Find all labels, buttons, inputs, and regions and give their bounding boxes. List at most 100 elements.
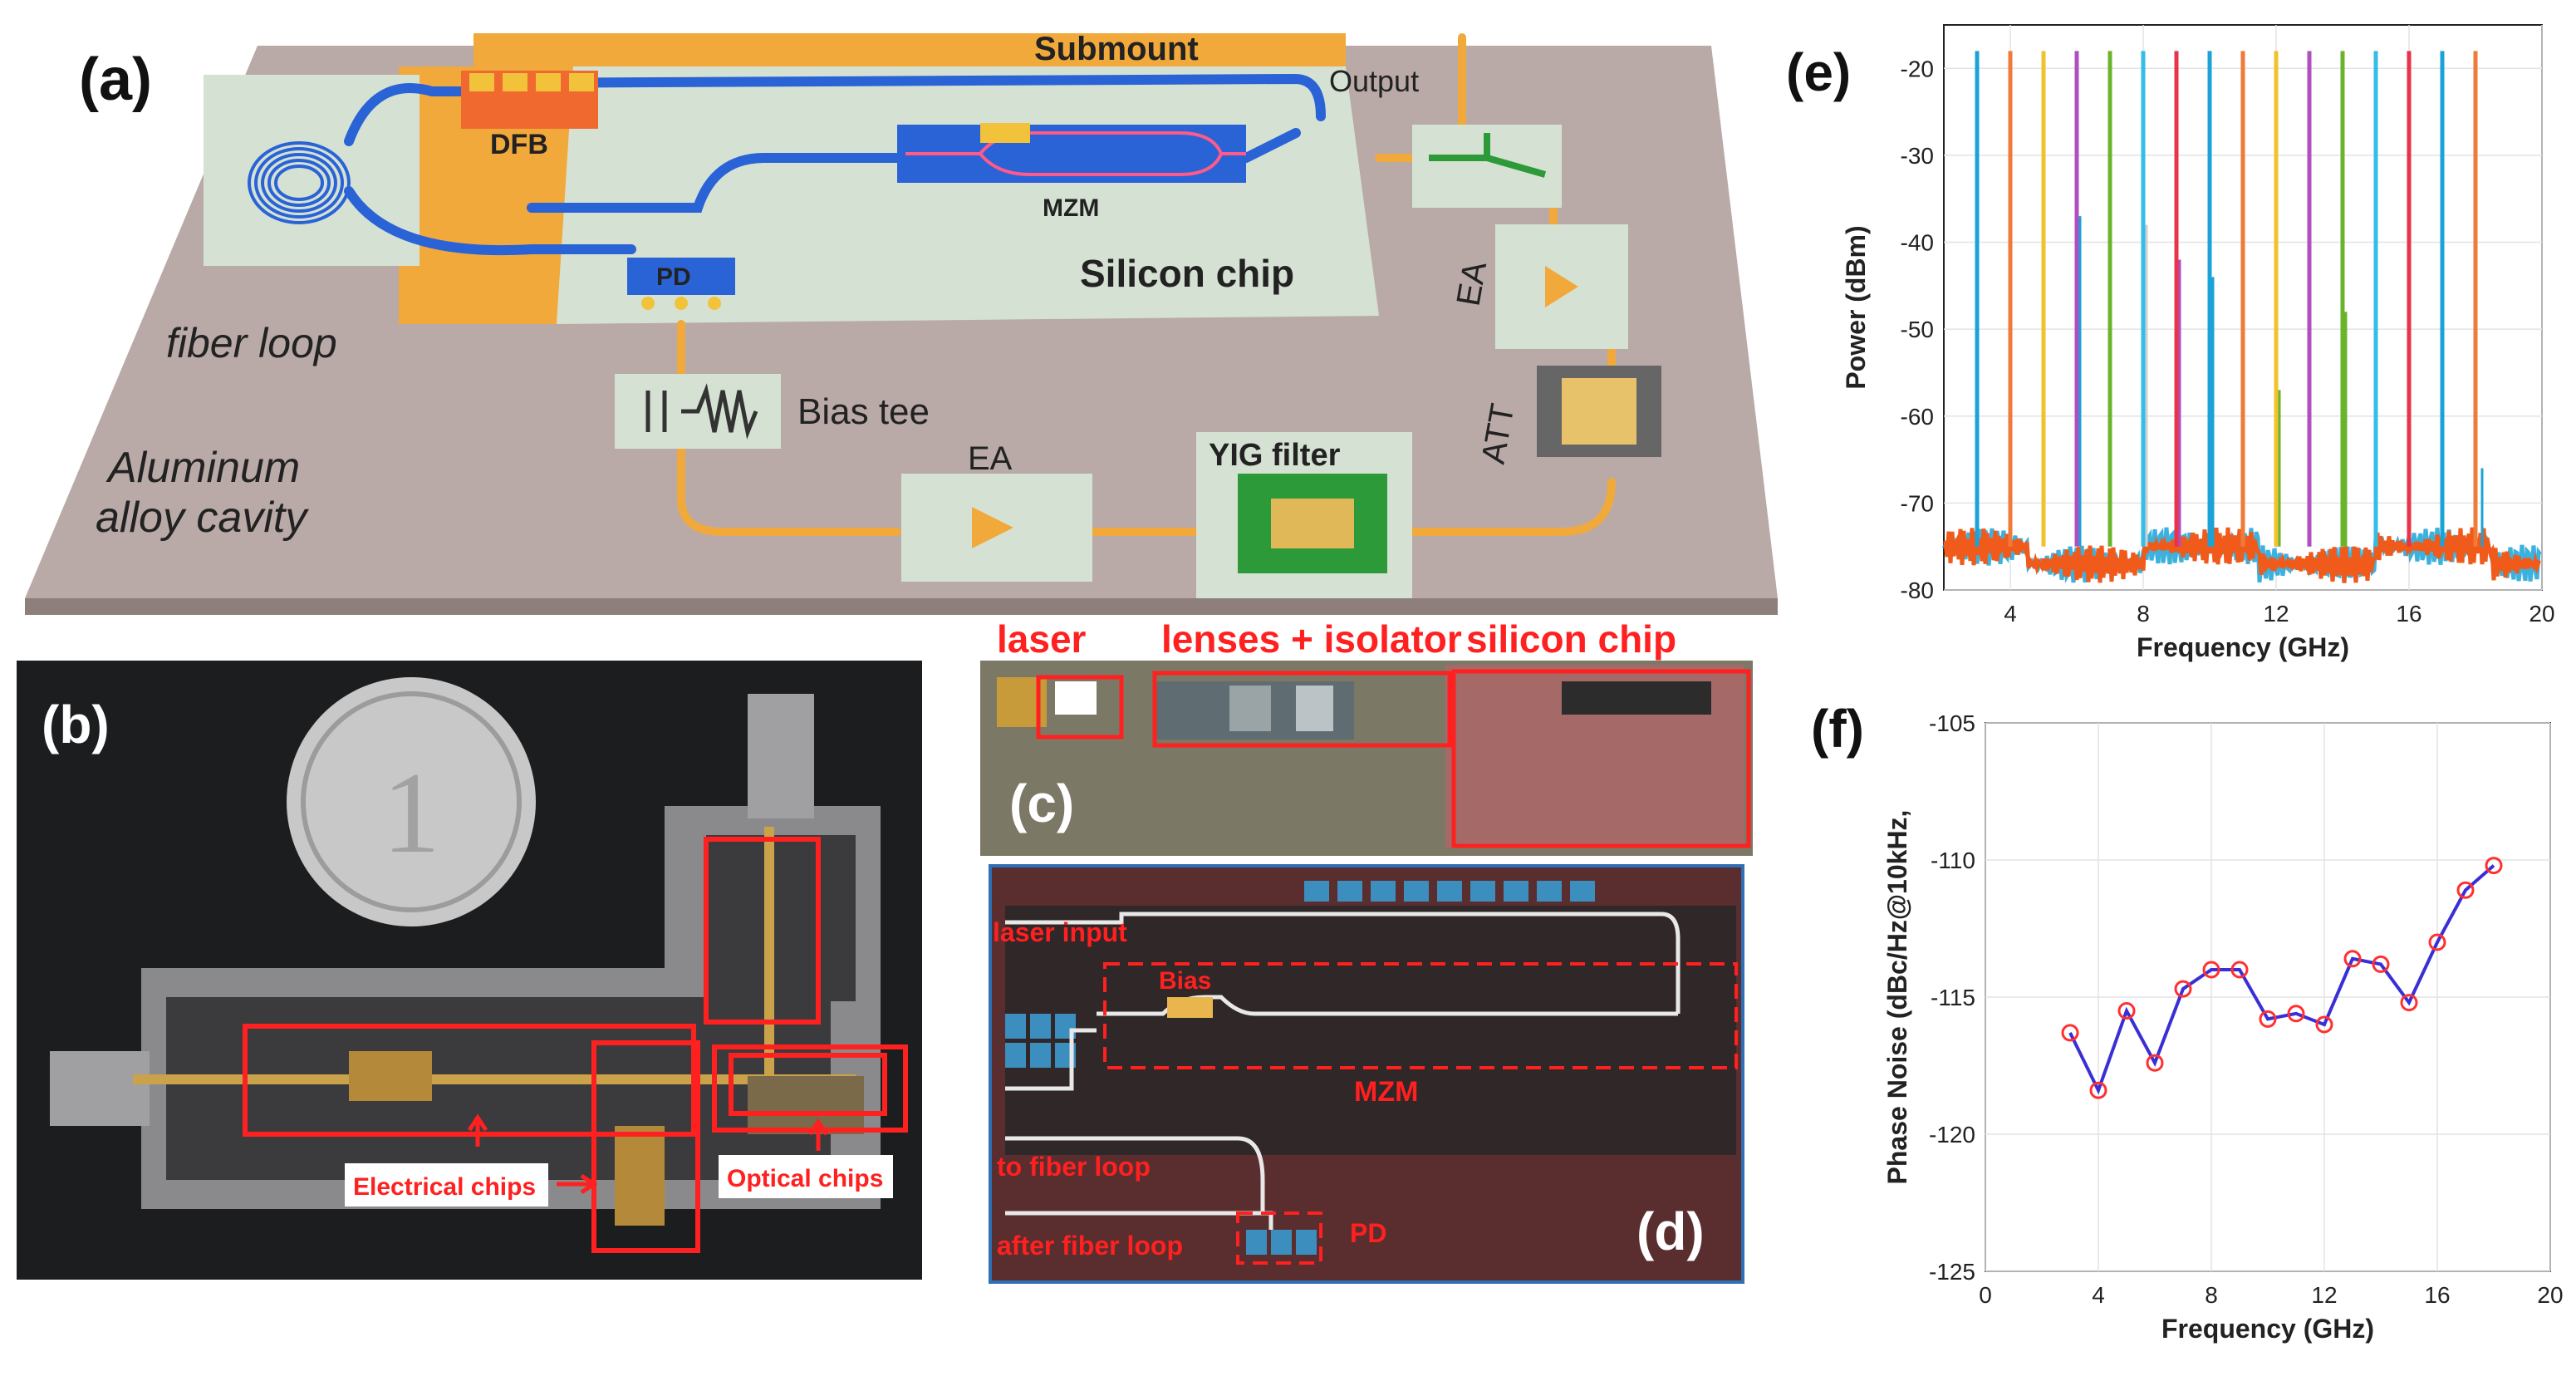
mzm-label: MZM bbox=[1043, 194, 1099, 222]
y-tick-label: -60 bbox=[1901, 404, 1934, 430]
x-tick-label: 20 bbox=[2537, 1282, 2563, 1308]
ea-right-label: EA bbox=[1450, 258, 1494, 309]
data-point bbox=[2343, 950, 2362, 968]
data-point bbox=[2456, 881, 2475, 899]
optical-chips-photo: laser lenses + isolator silicon chip bbox=[980, 617, 1753, 856]
yig-filter-label: YIG filter bbox=[1209, 438, 1341, 473]
pd-label: PD bbox=[656, 263, 691, 291]
data-point bbox=[2089, 1081, 2107, 1099]
panel-b-label: (b) bbox=[42, 695, 110, 754]
x-tick-label: 12 bbox=[2263, 601, 2289, 627]
x-tick-label: 12 bbox=[2311, 1282, 2337, 1308]
data-point bbox=[2117, 1002, 2136, 1020]
highlight-boxes bbox=[1036, 669, 1751, 848]
panel-d: laser input Bias MZM to fiber loop after… bbox=[985, 861, 1748, 1287]
y-axis-label: Power (dBm) bbox=[1841, 225, 1871, 389]
cavity-label-line2: alloy cavity bbox=[96, 494, 309, 542]
data-point bbox=[2287, 1005, 2305, 1023]
x-tick-label: 0 bbox=[1979, 1282, 1992, 1308]
fiber-coil bbox=[248, 141, 351, 224]
laser-label: laser bbox=[997, 617, 1087, 661]
laser-input-label: laser input bbox=[993, 917, 1127, 947]
x-axis-label: Frequency (GHz) bbox=[2161, 1314, 2374, 1344]
data-point bbox=[2428, 933, 2446, 951]
x-tick-label: 20 bbox=[2529, 601, 2554, 627]
fiber-loop-label: fiber loop bbox=[166, 320, 337, 366]
y-tick-label: -70 bbox=[1901, 490, 1934, 516]
silicon-chip-micrograph: laser input Bias MZM to fiber loop after… bbox=[985, 861, 1748, 1287]
panel-c-label: (c) bbox=[1009, 774, 1075, 833]
mzm-label-d: MZM bbox=[1354, 1076, 1418, 1108]
data-point bbox=[2202, 961, 2220, 979]
after-fiber-loop-label: after fiber loop bbox=[997, 1231, 1183, 1261]
y-tick-label: -80 bbox=[1901, 577, 1934, 603]
x-tick-label: 16 bbox=[2396, 601, 2421, 627]
schematic-illustration: DFB MZM PD Submount Output Silicon chip … bbox=[25, 31, 1778, 615]
y-tick-label: -30 bbox=[1901, 143, 1934, 169]
submount-strip bbox=[473, 33, 1346, 66]
data-point bbox=[2146, 1054, 2164, 1072]
y-tick-label: -20 bbox=[1901, 56, 1934, 81]
y-tick-label: -40 bbox=[1901, 230, 1934, 256]
y-tick-label: -125 bbox=[1929, 1259, 1975, 1285]
panel-a-label: (a) bbox=[79, 47, 152, 113]
x-axis-label: Frequency (GHz) bbox=[2137, 632, 2349, 662]
highlight-boxes bbox=[243, 837, 908, 1253]
y-axis-label: Phase Noise (dBc/Hz@10kHz, bbox=[1882, 810, 1912, 1185]
data-point bbox=[2372, 955, 2390, 973]
silicon-chip-label: Silicon chip bbox=[1080, 252, 1294, 295]
x-tick-label: 4 bbox=[2092, 1282, 2105, 1308]
y-tick-label: -115 bbox=[1931, 985, 1975, 1010]
bond-pads bbox=[1005, 881, 1595, 1255]
to-fiber-loop-label: to fiber loop bbox=[997, 1152, 1151, 1182]
x-tick-label: 8 bbox=[2205, 1282, 2218, 1308]
x-tick-label: 8 bbox=[2137, 601, 2150, 627]
x-tick-label: 16 bbox=[2424, 1282, 2450, 1308]
y-tick-label: -110 bbox=[1931, 848, 1975, 873]
panel-d-label: (d) bbox=[1636, 1202, 1705, 1261]
electrical-chips-label: Electrical chips bbox=[353, 1173, 536, 1201]
panel-e-label: (e) bbox=[1786, 42, 1852, 102]
cavity-label-line1: Aluminum bbox=[105, 444, 300, 492]
y-tick-label: -120 bbox=[1929, 1122, 1975, 1148]
panel-f-label: (f) bbox=[1811, 699, 1864, 759]
optical-chips-callout bbox=[719, 1155, 893, 1198]
pd-label-d: PD bbox=[1350, 1218, 1386, 1248]
submount-left bbox=[399, 66, 573, 324]
y-tick-label: -50 bbox=[1901, 317, 1934, 342]
data-point bbox=[2259, 1010, 2277, 1028]
panel-b: 1 Electrical chips Optical chips (b) bbox=[17, 661, 922, 1280]
data-point bbox=[2174, 980, 2192, 998]
silicon-chip-label-c: silicon chip bbox=[1466, 617, 1676, 661]
x-tick-label: 4 bbox=[2004, 601, 2017, 627]
ea-bottom-label: EA bbox=[968, 440, 1013, 477]
lenses-isolator-label: lenses + isolator bbox=[1161, 617, 1462, 661]
sma-connector-left bbox=[50, 1051, 150, 1126]
sma-connector-top bbox=[748, 694, 814, 818]
y-tick-label: -105 bbox=[1929, 710, 1975, 736]
submount-label: Submount bbox=[1034, 31, 1199, 67]
coin bbox=[287, 677, 536, 926]
svg-text:1: 1 bbox=[382, 749, 440, 877]
panel-a: DFB MZM PD Submount Output Silicon chip … bbox=[0, 0, 1794, 640]
data-point bbox=[2400, 994, 2418, 1012]
phase-noise-line bbox=[2068, 864, 2495, 1095]
optical-chips-label: Optical chips bbox=[727, 1165, 883, 1192]
data-point bbox=[2230, 961, 2249, 979]
dfb-label: DFB bbox=[490, 129, 548, 160]
bias-label: Bias bbox=[1159, 967, 1211, 995]
electrical-chips-callout bbox=[345, 1163, 548, 1207]
data-point bbox=[2061, 1024, 2079, 1042]
panel-c: laser lenses + isolator silicon chip (c) bbox=[980, 615, 1753, 856]
bias-tee-label: Bias tee bbox=[797, 391, 930, 432]
data-point bbox=[2485, 857, 2503, 875]
dashed-regions bbox=[1103, 962, 1738, 1265]
output-label: Output bbox=[1329, 64, 1419, 98]
rf-traces bbox=[677, 33, 1616, 536]
pd-chip bbox=[627, 258, 735, 295]
module-photo: 1 Electrical chips Optical chips bbox=[50, 677, 908, 1253]
